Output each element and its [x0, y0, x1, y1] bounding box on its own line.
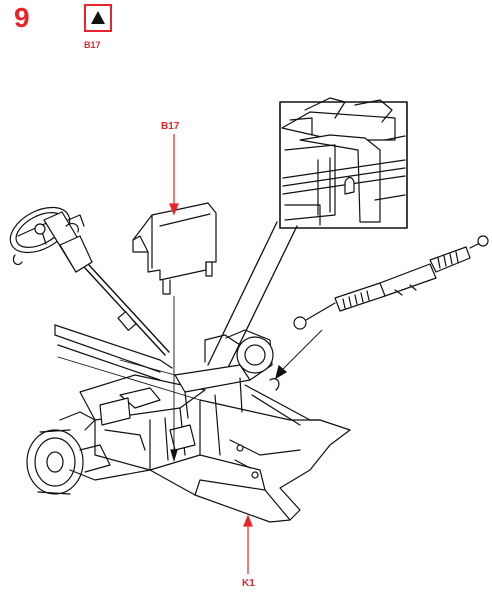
part-code-label: B17 — [84, 40, 101, 50]
chassis-frame — [54, 324, 351, 523]
rear-wheel — [26, 411, 151, 495]
rod-install-line — [279, 329, 323, 373]
part-b17 — [132, 202, 217, 295]
callout-arrows — [169, 134, 253, 574]
steering-wheel — [9, 206, 71, 254]
rack-and-tie-rod — [293, 235, 489, 330]
b17-arrow-head — [169, 203, 179, 216]
callout-k1-label: K1 — [242, 578, 255, 589]
inset-detail — [279, 97, 408, 229]
install-arrows — [170, 296, 323, 463]
callout-b17-label: B17 — [161, 121, 180, 132]
k1-arrow-head — [243, 514, 253, 527]
steering-column — [12, 211, 170, 356]
triangle-icon — [91, 11, 105, 24]
step-number: 9 — [14, 2, 31, 33]
part-marker-box — [84, 4, 112, 32]
